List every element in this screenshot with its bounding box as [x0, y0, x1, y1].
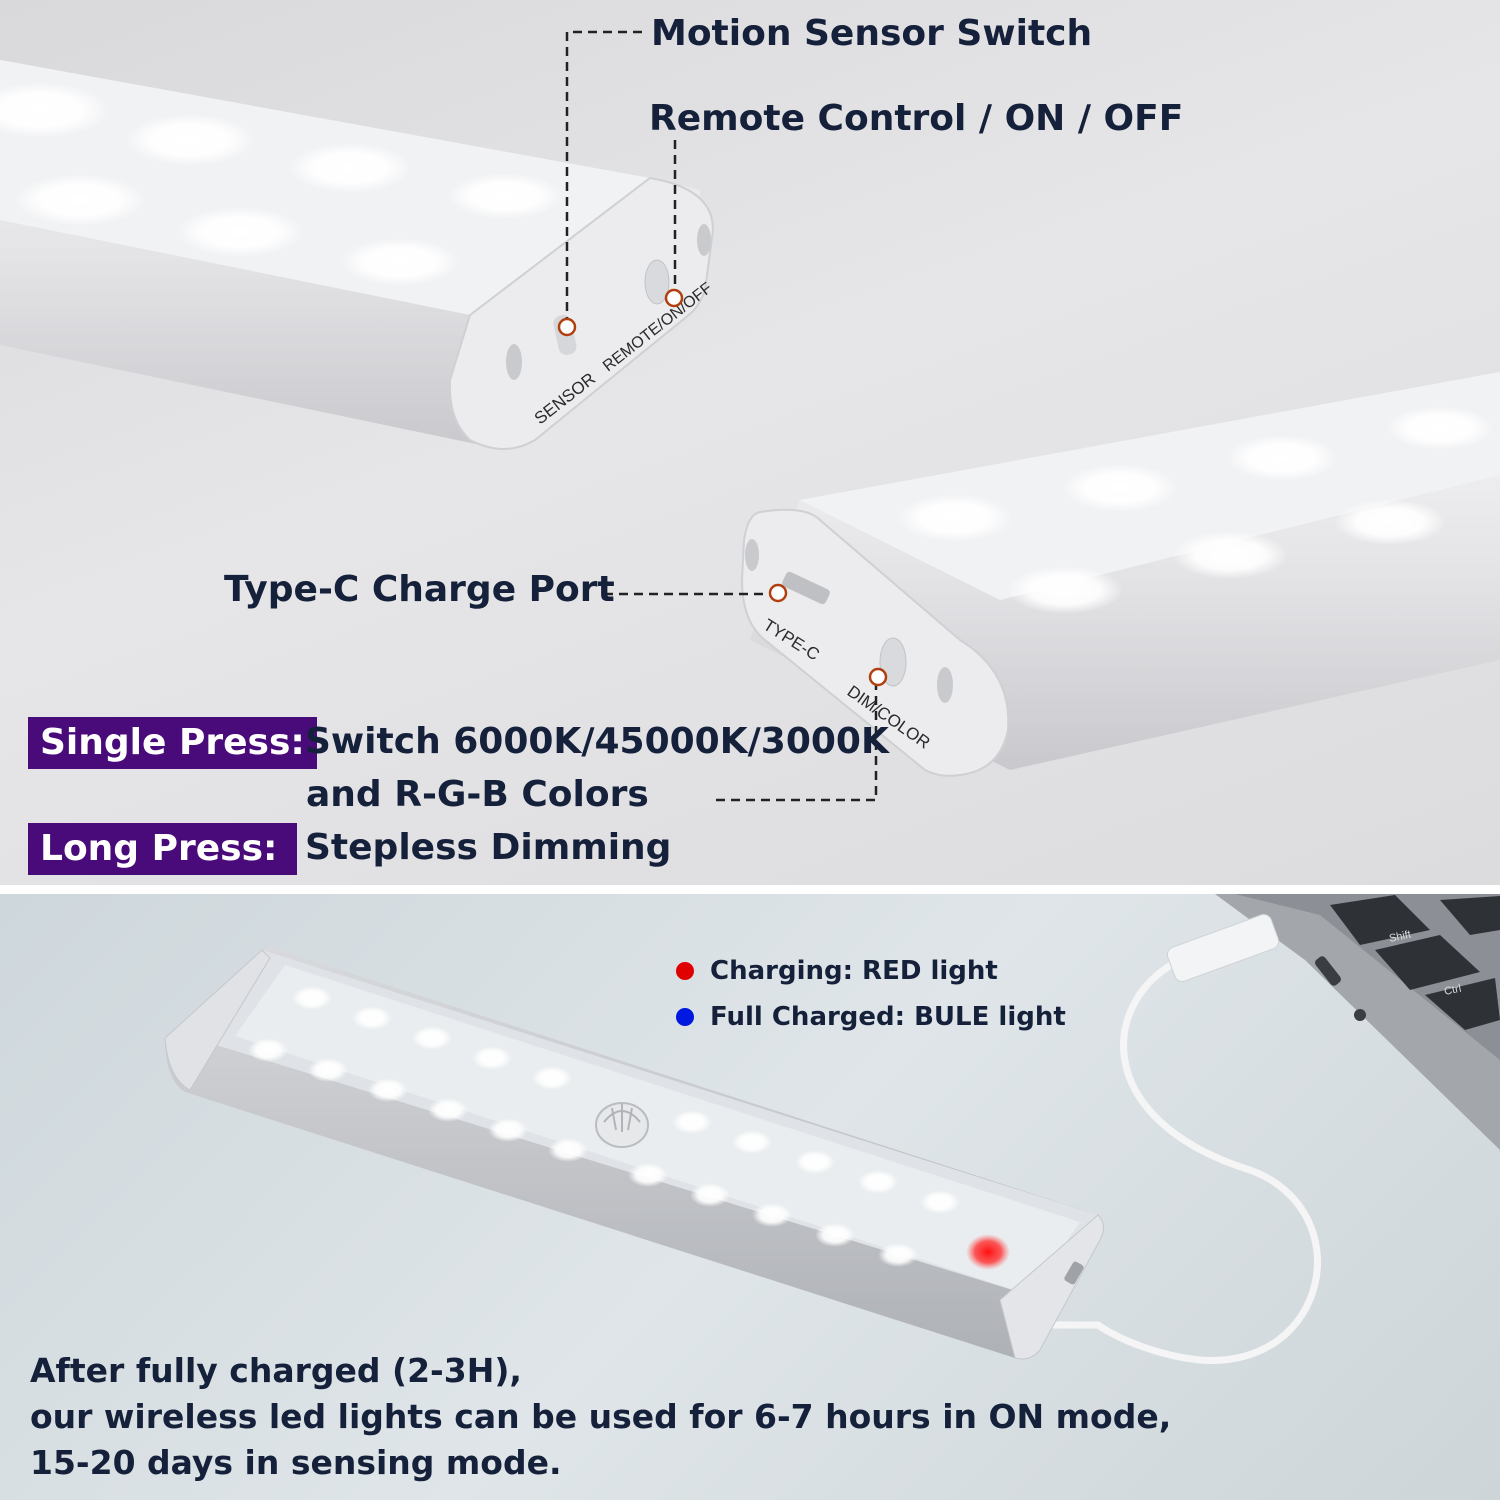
motion-sensor-callout: Motion Sensor Switch [651, 13, 1093, 54]
end-cap-hole-right [697, 224, 711, 256]
laptop-usb-port [1315, 956, 1341, 986]
runtime-line-3: 15-20 days in sensing mode. [30, 1443, 562, 1482]
laptop-keyboard [1330, 895, 1500, 1030]
callout-markers [557, 288, 888, 687]
single-press-tag: Single Press: [28, 717, 317, 769]
runtime-line-1: After fully charged (2-3H), [30, 1351, 522, 1390]
red-dot-icon [676, 962, 694, 980]
ctrl-key-label: Ctrl [1443, 983, 1462, 998]
led-array-bottom [248, 986, 960, 1267]
runtime-description: After fully charged (2-3H), our wireless… [30, 1348, 1171, 1486]
runtime-line-2: our wireless led lights can be used for … [30, 1397, 1172, 1436]
leader-lines [565, 30, 878, 802]
light-bar-bottom [164, 947, 1104, 1360]
led-array-right [897, 406, 1494, 614]
end-cap-hole-left [506, 344, 522, 380]
end-cap-hole-bottom [937, 667, 953, 703]
legend-charging: Charging: RED light [676, 956, 998, 986]
charging-indicator-red [966, 1234, 1010, 1270]
light-bar-right: TYPE-C DIM/COLOR [740, 372, 1500, 777]
single-press-description-line2: and R-G-B Colors [306, 774, 649, 815]
legend-charging-label: Charging: RED light [710, 956, 998, 986]
marker-sensor [557, 317, 577, 337]
blue-dot-icon [676, 1008, 694, 1026]
marker-dim-color [868, 667, 888, 687]
usb-cable [1036, 914, 1321, 1364]
long-press-description: Stepless Dimming [305, 827, 672, 868]
long-press-tag: Long Press: [28, 823, 297, 875]
usb-plug [1166, 914, 1280, 982]
remote-control-callout: Remote Control / ON / OFF [649, 98, 1184, 139]
laptop: Shift Ctrl [1215, 894, 1500, 1150]
legend-full-charged: Full Charged: BULE light [676, 1002, 1066, 1032]
pir-sensor-dome [595, 1102, 649, 1148]
end-cap-hole-top [745, 539, 759, 571]
marker-type-c [768, 583, 788, 603]
panel-divider [0, 885, 1500, 894]
light-bar-top: SENSOR REMOTE/ON/OFF [0, 60, 716, 450]
marker-remote [664, 288, 684, 308]
single-press-description-line1: Switch 6000K/45000K/3000K [305, 721, 889, 762]
type-c-callout: Type-C Charge Port [224, 569, 615, 610]
type-c-port [782, 571, 830, 605]
legend-full-charged-label: Full Charged: BULE light [710, 1002, 1066, 1032]
led-array-top [0, 82, 563, 286]
shift-key-label: Shift [1388, 929, 1412, 945]
remote-on-off-button [644, 259, 670, 305]
